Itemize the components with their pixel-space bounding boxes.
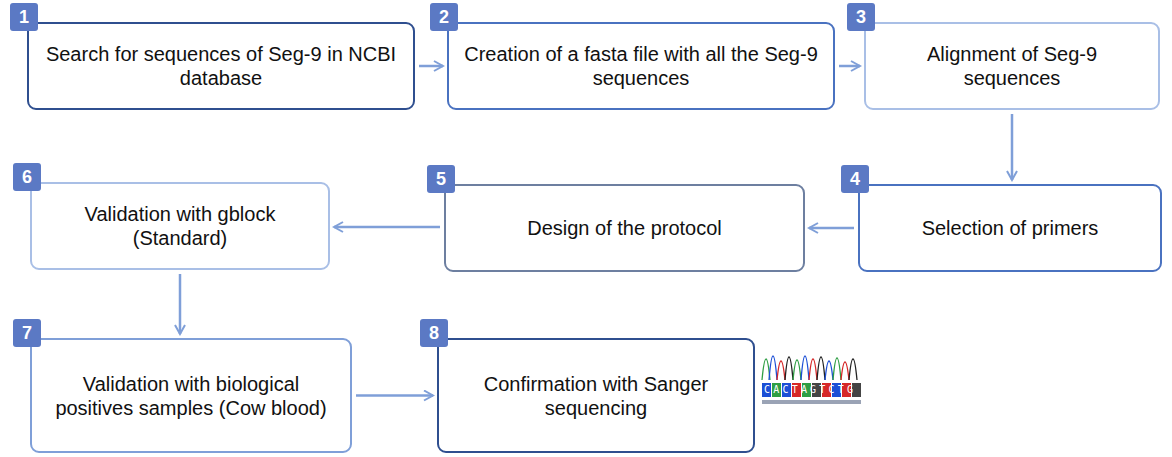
step-number: 5 bbox=[427, 165, 455, 193]
process-box: 2Creation of a fasta file with all the S… bbox=[447, 22, 835, 110]
process-box: 6Validation with gblock (Standard) bbox=[30, 182, 330, 270]
process-box: 5Design of the protocol bbox=[444, 184, 805, 272]
process-box: 1Search for sequences of Seg-9 in NCBI d… bbox=[27, 22, 415, 110]
step-text: Validation with gblock (Standard) bbox=[32, 196, 328, 256]
step-text: Validation with biological positives sam… bbox=[32, 366, 350, 426]
step-number: 8 bbox=[420, 319, 448, 347]
sequence-letters: CACTAGTCTG bbox=[762, 383, 862, 397]
step-text: Design of the protocol bbox=[513, 210, 736, 246]
step-number: 2 bbox=[430, 3, 458, 31]
step-number: 7 bbox=[13, 319, 41, 347]
flow-arrow bbox=[809, 227, 854, 230]
chromatogram-icon bbox=[760, 328, 864, 410]
step-number: 6 bbox=[13, 163, 41, 191]
process-box: 4Selection of primers bbox=[858, 184, 1162, 272]
process-box: 3Alignment of Seg-9 sequences bbox=[864, 22, 1160, 110]
flow-arrow bbox=[334, 226, 440, 229]
step-text: Alignment of Seg-9 sequences bbox=[866, 36, 1158, 96]
step-text: Selection of primers bbox=[908, 210, 1113, 246]
flow-arrow bbox=[356, 394, 433, 397]
process-box: 8Confirmation with Sanger sequencing bbox=[437, 338, 755, 453]
step-number: 3 bbox=[847, 3, 875, 31]
step-number: 4 bbox=[841, 165, 869, 193]
flow-arrow bbox=[179, 274, 182, 334]
flow-arrow bbox=[1011, 114, 1014, 180]
step-text: Search for sequences of Seg-9 in NCBI da… bbox=[29, 36, 413, 96]
step-text: Confirmation with Sanger sequencing bbox=[439, 366, 753, 426]
flow-arrow bbox=[839, 65, 860, 68]
flow-arrow bbox=[419, 65, 443, 68]
step-number: 1 bbox=[10, 3, 38, 31]
step-text: Creation of a fasta file with all the Se… bbox=[449, 36, 833, 96]
process-box: 7Validation with biological positives sa… bbox=[30, 338, 352, 453]
